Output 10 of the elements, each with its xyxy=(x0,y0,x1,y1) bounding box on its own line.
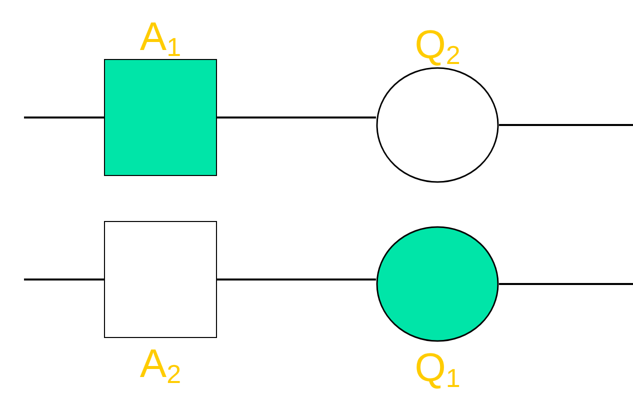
connector-line xyxy=(499,283,633,285)
connector-line xyxy=(24,278,104,280)
connector-line xyxy=(499,124,633,126)
connector-line xyxy=(24,116,104,118)
node-label: A$_{2}$ xyxy=(140,344,182,384)
node-label: Q$_{2}$ xyxy=(414,25,460,65)
connector-line xyxy=(217,278,376,280)
node-label: A$_{1}$ xyxy=(140,17,182,57)
connector-line xyxy=(217,116,376,118)
node-label: Q$_{1}$ xyxy=(414,348,460,388)
